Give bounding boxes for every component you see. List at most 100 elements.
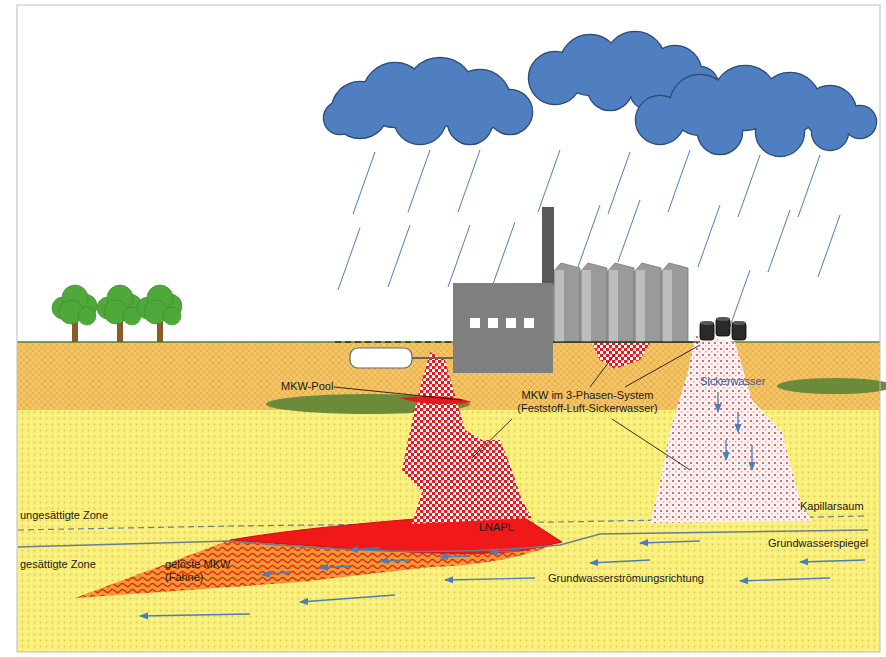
contamination-plume [402,352,532,524]
rain-line [353,152,375,214]
flow-arrow [800,560,865,562]
flow-arrow [380,560,410,561]
leader-line [612,419,690,470]
rain-cloud [636,66,876,156]
barrel [700,322,714,340]
factory [453,207,688,373]
rain-line [768,210,790,272]
shed-roof [607,263,634,342]
contamination-patch [592,343,650,369]
window [524,318,534,328]
tree [52,285,97,342]
cloud-outline [844,106,876,138]
rain-line [618,200,640,262]
rain-line [388,225,410,287]
sky [17,5,880,342]
rain-line [608,152,630,214]
window [470,318,480,328]
rain-line [668,150,690,212]
ground-line [335,342,453,343]
flow-arrow [440,556,470,557]
leader-line [334,387,462,400]
tree [137,285,182,342]
tree-crown [163,307,181,325]
chimney [542,207,554,285]
cloud-fill [812,114,848,150]
cloud-outline [324,102,356,134]
rain-line [338,228,360,290]
shed-face [663,270,672,342]
shed-roof [553,263,580,342]
rain-line [818,215,840,277]
cloud-outline [812,114,848,150]
cloud-fill [588,66,632,110]
shed-roof [634,263,661,342]
cloud-outline [756,108,804,156]
rain-line [493,222,515,284]
seepage-arrow [737,412,738,432]
frame-border [17,5,880,652]
flow-arrow [445,578,535,580]
seepage-arrow [725,440,726,460]
groundwater-table-line [18,530,868,552]
barrel-top [700,321,714,325]
cloud-outline [394,92,446,144]
cloud-fill [324,102,356,134]
seepage-arrow [751,445,752,470]
cloud-fill [756,108,804,156]
rain-line [698,205,720,267]
barrel-top [732,321,746,325]
ground-surface [17,341,880,343]
underground-tank [350,348,412,368]
cloud-outline [488,90,532,134]
shed-roof [661,263,688,342]
zone-label: Grundwasserströmungsrichtung [548,572,704,585]
zone-label: Kapillarsaum [800,500,864,513]
rain-line [448,225,470,287]
window [488,318,498,328]
cloud-fill [488,90,532,134]
cloud-fill [698,110,742,154]
shed-face [582,270,591,342]
shed-face [609,270,618,342]
tank-pipe [412,357,453,359]
cloud-fill [448,100,492,144]
shed-face [555,270,564,342]
cloud-outline [588,66,632,110]
cloud-fill [394,92,446,144]
flow-arrow [300,595,395,602]
barrel [716,318,730,336]
rain-line [578,205,600,267]
flow-arrow [262,572,290,575]
rain-line [728,270,750,332]
shed-face [636,270,645,342]
flow-arrow [350,548,380,550]
flow-arrow [490,551,520,552]
clay-lens [777,378,886,394]
seepage-arrow [717,392,718,412]
barrel [732,322,746,340]
zone-label: LNAPL [479,521,514,534]
flow-arrow [640,541,700,543]
zone-label: gelöste MKW (Fahne) [165,558,240,584]
contamination-plume [650,335,812,523]
cloud-fill [844,106,876,138]
barrel-top [716,317,730,321]
zone-label: gesättigte Zone [20,558,96,571]
rain-line [538,150,560,212]
flow-arrow [590,560,650,563]
tree [97,285,142,342]
zone-label: Grundwasserspiegel [768,537,868,550]
cloud-outline [448,100,492,144]
zone-label: Sickerwasser [700,375,765,388]
flow-arrow [740,578,830,581]
leader-line [472,419,512,458]
tree-crown [78,307,96,325]
zone-label: ungesättigte Zone [20,509,108,522]
rain-line [408,150,430,212]
rain-line [458,150,480,212]
cloud-outline [698,110,742,154]
